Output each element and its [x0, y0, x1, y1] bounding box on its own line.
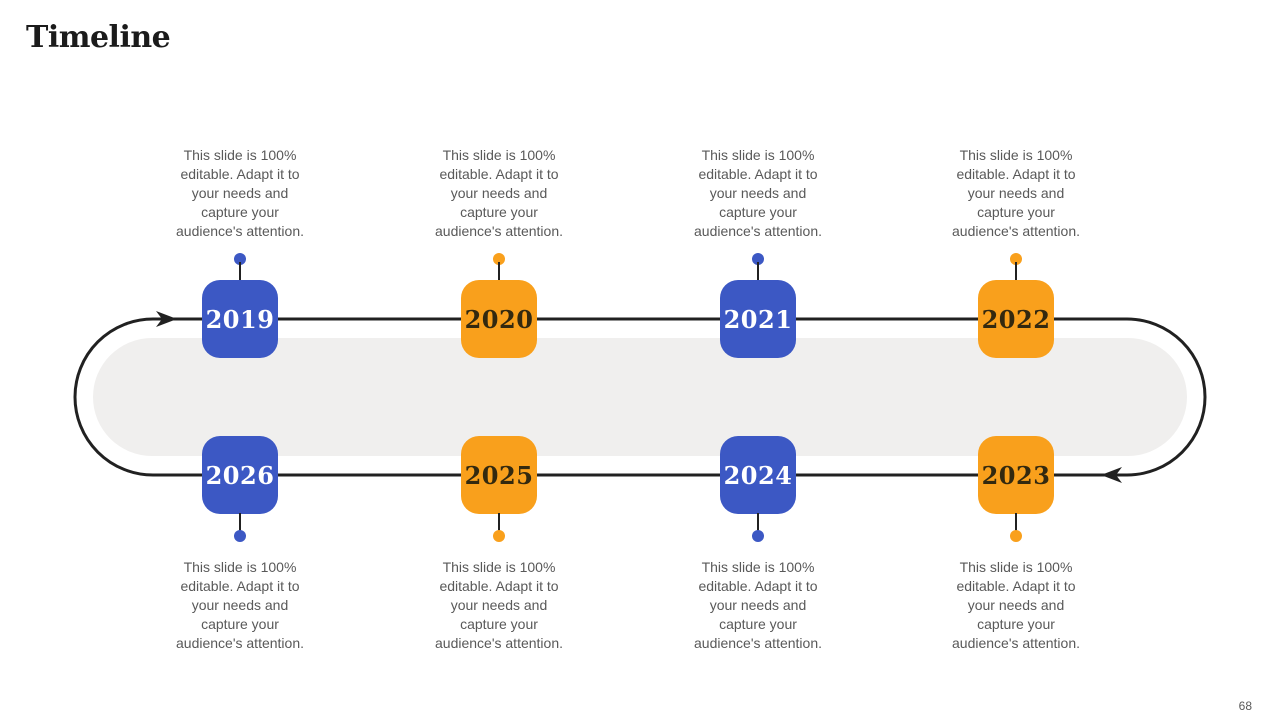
milestone-stem-2025	[498, 513, 500, 532]
milestone-column-4: This slide is 100% editable. Adapt it to…	[926, 0, 1106, 720]
year-label-2021: 2021	[723, 304, 793, 334]
milestone-dot-2026	[234, 530, 246, 542]
milestone-stem-2026	[239, 513, 241, 532]
year-label-2020: 2020	[464, 304, 534, 334]
arrow-right-icon	[156, 311, 177, 327]
milestone-text-2021[interactable]: This slide is 100% editable. Adapt it to…	[694, 147, 822, 239]
milestone-dot-2023	[1010, 530, 1022, 542]
loop-path	[73, 317, 1207, 477]
milestone-stem-2021	[757, 262, 759, 281]
milestone-dot-2020	[493, 253, 505, 265]
milestone-stem-2019	[239, 262, 241, 281]
milestone-text-2024[interactable]: This slide is 100% editable. Adapt it to…	[694, 559, 822, 651]
year-badge-2020[interactable]: 2020	[461, 280, 537, 358]
year-label-2025: 2025	[464, 460, 534, 490]
year-badge-2025[interactable]: 2025	[461, 436, 537, 514]
milestone-stem-2020	[498, 262, 500, 281]
arrow-left-icon	[1101, 467, 1122, 483]
slide-title[interactable]: Timeline	[26, 20, 171, 55]
milestone-dot-2025	[493, 530, 505, 542]
year-badge-2024[interactable]: 2024	[720, 436, 796, 514]
milestone-stem-2024	[757, 513, 759, 532]
year-badge-2026[interactable]: 2026	[202, 436, 278, 514]
milestone-text-2022[interactable]: This slide is 100% editable. Adapt it to…	[952, 147, 1080, 239]
milestone-stem-2023	[1015, 513, 1017, 532]
milestone-dot-2021	[752, 253, 764, 265]
year-badge-2023[interactable]: 2023	[978, 436, 1054, 514]
milestone-column-3: This slide is 100% editable. Adapt it to…	[668, 0, 848, 720]
page-number: 68	[1238, 699, 1252, 713]
year-label-2026: 2026	[205, 460, 275, 490]
year-badge-2022[interactable]: 2022	[978, 280, 1054, 358]
milestone-dot-2024	[752, 530, 764, 542]
milestone-text-2025[interactable]: This slide is 100% editable. Adapt it to…	[435, 559, 563, 651]
milestone-text-2023[interactable]: This slide is 100% editable. Adapt it to…	[952, 559, 1080, 651]
milestone-dot-2022	[1010, 253, 1022, 265]
milestone-stem-2022	[1015, 262, 1017, 281]
year-label-2019: 2019	[205, 304, 275, 334]
milestone-column-2: This slide is 100% editable. Adapt it to…	[409, 0, 589, 720]
milestone-dot-2019	[234, 253, 246, 265]
milestone-text-2019[interactable]: This slide is 100% editable. Adapt it to…	[176, 147, 304, 239]
year-label-2022: 2022	[981, 304, 1051, 334]
year-label-2024: 2024	[723, 460, 793, 490]
year-badge-2019[interactable]: 2019	[202, 280, 278, 358]
milestone-text-2026[interactable]: This slide is 100% editable. Adapt it to…	[176, 559, 304, 651]
milestone-column-1: This slide is 100% editable. Adapt it to…	[150, 0, 330, 720]
milestone-text-2020[interactable]: This slide is 100% editable. Adapt it to…	[435, 147, 563, 239]
year-label-2023: 2023	[981, 460, 1051, 490]
year-badge-2021[interactable]: 2021	[720, 280, 796, 358]
